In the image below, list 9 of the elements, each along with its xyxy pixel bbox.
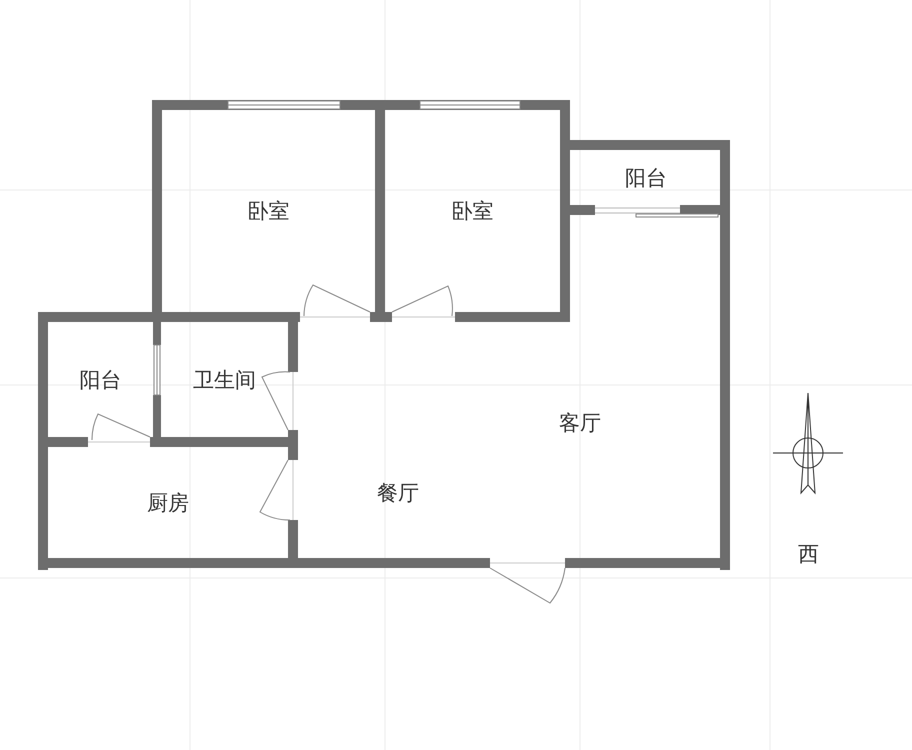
room-name: 厨房 (147, 490, 189, 516)
direction-label: 西 (798, 541, 819, 568)
room-name: 阳台 (80, 366, 122, 394)
room-name: 卧室 (248, 198, 290, 225)
room-name: 餐厅 (377, 480, 419, 506)
room-name: 阳台 (625, 164, 667, 192)
room-name: 客厅 (559, 410, 601, 437)
room-name: 卫生间 (193, 366, 256, 394)
room-name: 卧室 (452, 198, 494, 225)
